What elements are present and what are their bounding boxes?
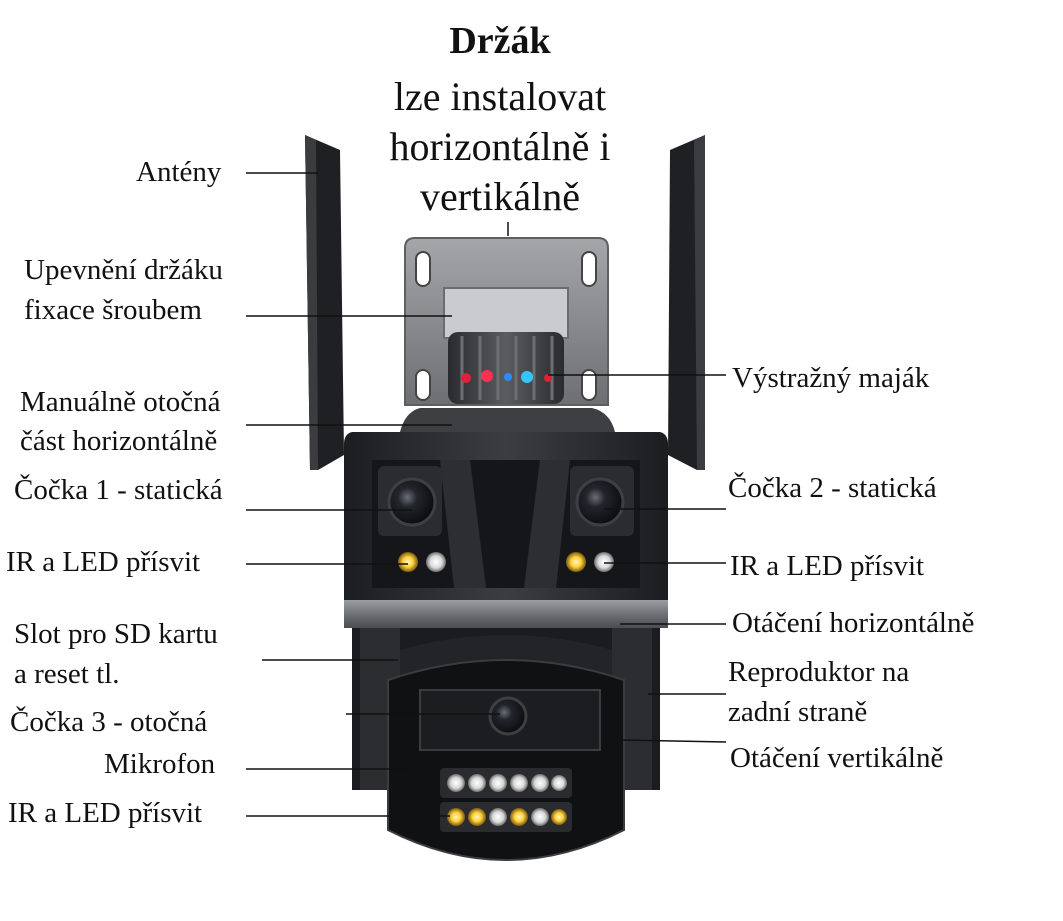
heading-line-3: vertikálně <box>420 174 580 219</box>
leader-lines <box>246 172 727 817</box>
label-manual-rotate-1: Manuálně otočná <box>20 386 221 418</box>
heading-line-2: horizontálně i <box>389 124 611 169</box>
label-lens-2: Čočka 2 - statická <box>728 472 937 504</box>
label-speaker-1: Reproduktor na <box>728 656 910 688</box>
upper-body <box>344 432 668 628</box>
ir-led-array-top <box>440 768 572 798</box>
label-sd-slot-2: a reset tl. <box>14 658 120 690</box>
label-sd-slot-1: Slot pro SD kartu <box>14 618 218 650</box>
label-antennas: Antény <box>136 156 222 188</box>
label-beacon: Výstražný maják <box>732 362 930 394</box>
label-bracket-fix-2: fixace šroubem <box>24 294 202 326</box>
warning-beacon <box>448 332 564 404</box>
label-lens-3: Čočka 3 - otočná <box>10 706 208 738</box>
label-ir-left-top: IR a LED přísvit <box>6 546 201 578</box>
lens-1 <box>387 477 437 527</box>
ir-led-right <box>566 552 614 572</box>
left-antenna <box>305 135 344 470</box>
label-lens-1: Čočka 1 - statická <box>14 474 223 506</box>
lens-2 <box>575 477 625 527</box>
label-ir-left-bottom: IR a LED přísvit <box>8 797 203 829</box>
ir-led-left <box>398 552 446 572</box>
label-manual-rotate-2: část horizontálně <box>20 425 218 457</box>
rotating-collar <box>400 408 615 432</box>
label-bracket-fix-1: Upevnění držáku <box>24 254 223 286</box>
ir-led-array-bottom <box>440 802 572 832</box>
label-rotate-vertical: Otáčení vertikálně <box>730 742 944 774</box>
lens-3 <box>488 696 528 736</box>
heading-line-1: lze instalovat <box>393 74 607 119</box>
right-antenna <box>668 135 705 470</box>
label-microphone: Mikrofon <box>104 748 216 780</box>
label-speaker-2: zadní straně <box>728 696 868 728</box>
leader-rotate-v <box>621 739 727 743</box>
heading-title: Držák <box>449 20 551 62</box>
label-ir-right: IR a LED přísvit <box>730 550 925 582</box>
label-rotate-horizontal: Otáčení horizontálně <box>732 607 975 639</box>
